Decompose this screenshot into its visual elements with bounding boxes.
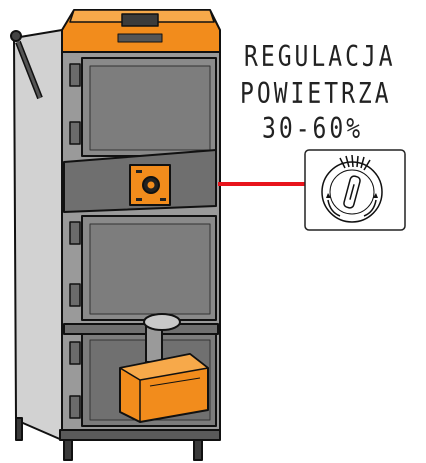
air-regulation-knob-icon bbox=[321, 154, 383, 223]
leg-left bbox=[63, 439, 73, 461]
label-line-2: POWIETRZA bbox=[240, 78, 392, 111]
knob-detail-box bbox=[304, 149, 406, 231]
pellet-burner bbox=[119, 313, 209, 423]
brand-logo bbox=[117, 33, 163, 43]
top-display bbox=[121, 13, 159, 27]
label-line-1: REGULACJA bbox=[244, 41, 396, 74]
boiler-illustration bbox=[10, 9, 221, 461]
side-lever bbox=[10, 30, 43, 100]
leg-right bbox=[193, 439, 203, 461]
label-line-3: 30-60% bbox=[262, 113, 364, 146]
